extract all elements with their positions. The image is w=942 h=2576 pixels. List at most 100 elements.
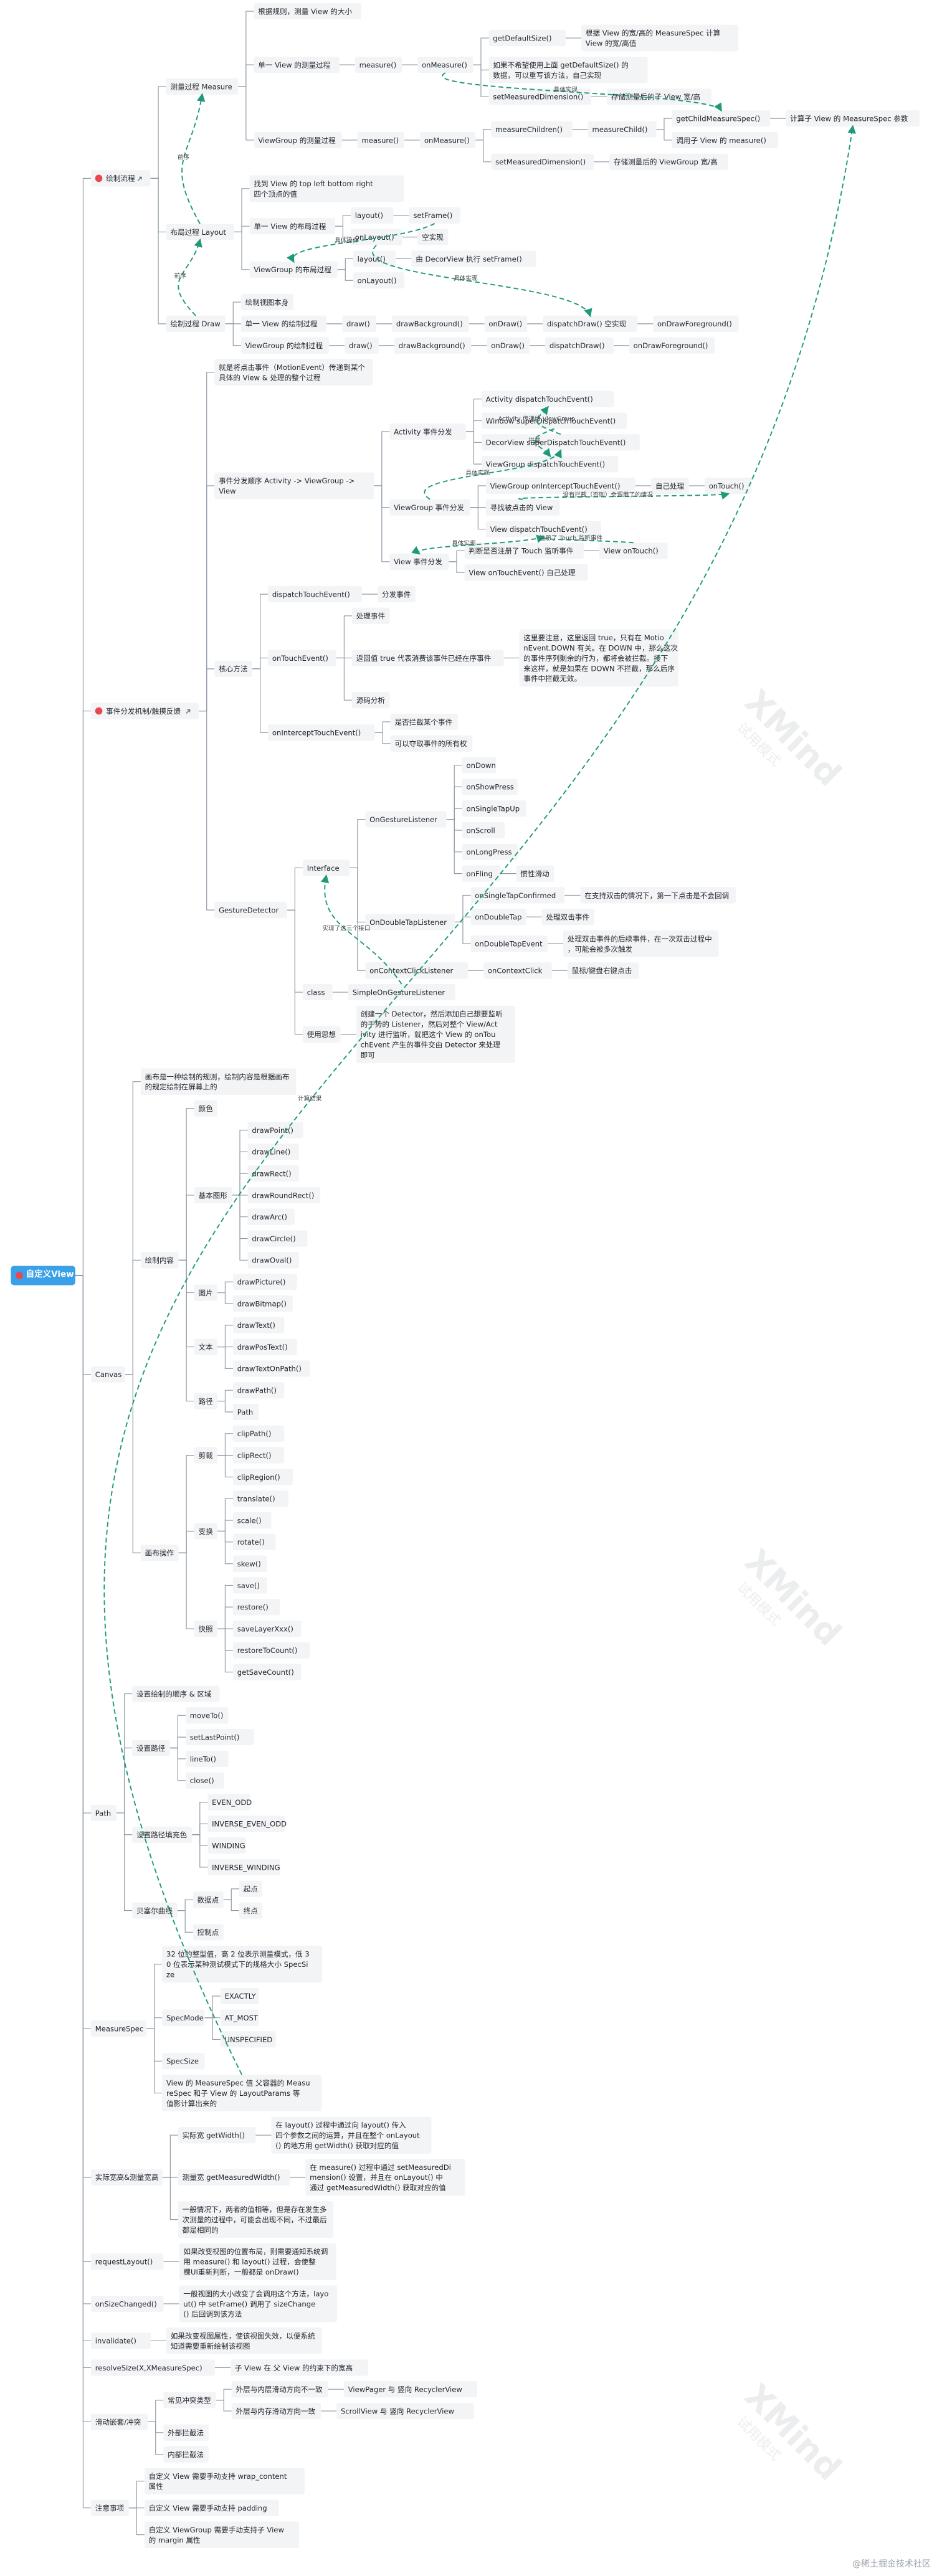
topic-node-decorview-setframe[interactable]: 由 DecorView 执行 setFrame() — [411, 250, 536, 267]
topic-node-32-2-30-specsize[interactable]: 32 位的整型值，高 2 位表示测量模式，低 30 位表示某种测试模式下的规格大… — [162, 1946, 323, 1983]
topic-node-cjk[interactable]: 惯性滑动 — [516, 865, 554, 882]
topic-node-getsavecount[interactable]: getSaveCount() — [232, 1664, 302, 1680]
topic-node-cjk[interactable]: 基本图形 — [194, 1186, 232, 1203]
topic-node-onsingletapconfirmed[interactable]: onSingleTapConfirmed — [470, 887, 565, 904]
topic-node-drawpoint[interactable]: drawPoint() — [247, 1122, 303, 1139]
topic-node-drawpath[interactable]: drawPath() — [232, 1382, 285, 1399]
topic-node-view-measurespec-view[interactable]: 根据 View 的宽/高的 MeasureSpec 计算 View 的宽/高值 — [581, 24, 739, 52]
topic-node-ondrawforeground[interactable]: onDrawForeground() — [629, 337, 715, 354]
topic-node-drawpicture[interactable]: drawPicture() — [232, 1274, 297, 1290]
relation-line[interactable] — [533, 428, 554, 458]
topic-node-cjk[interactable]: 绘制视图本身 — [240, 293, 294, 311]
topic-node-cjk[interactable]: 核心方法 — [214, 660, 253, 677]
topic-node-view[interactable]: View 事件分发 — [389, 553, 449, 570]
topic-node-view-measurespec-measurespec[interactable]: View 的 MeasureSpec 值 父容器的 MeasureSpec 和子… — [162, 2075, 322, 2112]
topic-node-onmeasure[interactable]: onMeasure() — [417, 57, 473, 73]
topic-node-measure[interactable]: 测量过程 Measure — [166, 78, 239, 95]
hyperlink-icon[interactable] — [137, 176, 142, 181]
topic-node-cjk[interactable]: 可以夺取事件的所有权 — [390, 735, 473, 752]
relation-line[interactable] — [178, 238, 202, 316]
topic-node-cjk[interactable]: 绘制内容 — [140, 1252, 179, 1269]
topic-node-drawarc[interactable]: drawArc() — [247, 1208, 295, 1225]
topic-node-draw[interactable]: draw() — [345, 337, 379, 354]
topic-node-drawline[interactable]: drawLine() — [247, 1144, 299, 1160]
topic-node-onshowpress[interactable]: onShowPress — [462, 779, 518, 795]
topic-node-getdefaultsize[interactable]: 如果不希望使用上面 getDefaultSize() 的数据，可以重写该方法，自… — [488, 57, 648, 83]
topic-node-view-dispatchtouchevent[interactable]: View dispatchTouchEvent() — [485, 521, 602, 537]
topic-node-cjk[interactable]: 处理双击事件的后续事件，在一次双击过程中，可能会被多次触发 — [563, 930, 719, 957]
topic-node-onlayout[interactable]: onLayout() — [353, 272, 405, 289]
topic-node-layout[interactable]: 布局过程 Layout — [166, 224, 234, 240]
topic-node-cjk[interactable]: 控制点 — [193, 1924, 224, 1941]
topic-node-view-top-left-bottom-right[interactable]: 找到 View 的 top left bottom right 四个顶点的值 — [249, 175, 404, 202]
topic-node-cjk[interactable]: 实际宽高&测量宽高 — [90, 2169, 163, 2185]
topic-node-path[interactable]: Path — [90, 1804, 117, 1821]
topic-node-drawtextonpath[interactable]: drawTextOnPath() — [232, 1360, 310, 1377]
topic-node-cjk[interactable]: 设置路径 — [132, 1740, 170, 1756]
topic-node-true-motionevent-down-down-d[interactable]: 这里要注意，这里返回 true，只有在 MotionEvent.DOWN 有关。… — [519, 629, 678, 687]
topic-node-ontouch[interactable]: onTouch() — [704, 477, 752, 495]
topic-node-view[interactable]: 存储测量后的子 View 宽/高 — [607, 88, 711, 105]
topic-node-cjk[interactable]: 画布操作 — [140, 1545, 179, 1561]
topic-node-view-ontouchevent[interactable]: View onTouchEvent() 自己处理 — [464, 564, 588, 581]
topic-node-cliprect[interactable]: clipRect() — [232, 1447, 285, 1464]
topic-node-cjk[interactable]: 文本 — [194, 1338, 217, 1355]
topic-node-moveto[interactable]: moveTo() — [185, 1707, 229, 1724]
topic-node-measurespec[interactable]: MeasureSpec — [90, 2020, 147, 2037]
relation-line[interactable] — [286, 223, 435, 263]
topic-node-viewpager-recyclerview[interactable]: ViewPager 与 竖向 RecyclerView — [343, 2381, 477, 2398]
topic-node-cjk[interactable]: 绘制流程 — [90, 170, 151, 187]
topic-node-view-measurespec[interactable]: 计算子 View 的 MeasureSpec 参数 — [786, 110, 920, 127]
topic-node-viewgroup-onintercepttouchev[interactable]: ViewGroup onInterceptTouchEvent() — [485, 477, 635, 495]
topic-node-layout[interactable]: layout() — [353, 250, 396, 267]
topic-node-drawtext[interactable]: drawText() — [232, 1317, 285, 1333]
topic-node-cjk[interactable]: 自己处理 — [651, 477, 689, 495]
relation-line[interactable] — [424, 448, 562, 500]
topic-node-draw[interactable]: 绘制过程 Draw — [166, 315, 226, 332]
topic-node-specsize[interactable]: SpecSize — [162, 2053, 205, 2070]
topic-node-view-wrap-content[interactable]: 自定义 View 需要手动支持 wrap_content 属性 — [144, 2468, 305, 2494]
topic-node-invalidate[interactable]: invalidate() — [90, 2332, 151, 2349]
topic-node-drawbackground[interactable]: drawBackground() — [392, 315, 469, 332]
topic-node-at-most[interactable]: AT_MOST — [220, 2009, 259, 2026]
topic-node-view-padding[interactable]: 自定义 View 需要手动支持 padding — [144, 2499, 279, 2516]
topic-node-viewgroup[interactable]: ViewGroup 事件分发 — [389, 499, 470, 516]
topic-node-cjk[interactable]: 一般情况下，两者的值相等，但是存在发生多次测量的过程中，可能会出现不同，不过最后… — [178, 2201, 334, 2238]
topic-node-cjk[interactable]: 终点 — [239, 1902, 262, 1919]
topic-node-interface[interactable]: Interface — [302, 859, 350, 876]
topic-node-cjk[interactable]: 注意事项 — [90, 2499, 129, 2516]
topic-node-ondoubletapevent[interactable]: onDoubleTapEvent — [470, 935, 548, 952]
relation-line[interactable] — [411, 536, 544, 555]
topic-node-cjk[interactable]: 起点 — [239, 1880, 262, 1897]
topic-node-savelayerxxx[interactable]: saveLayerXxx() — [232, 1621, 302, 1637]
topic-node-cjk[interactable]: 设置路径填充色 — [132, 1826, 193, 1843]
topic-node-cjk[interactable]: 图片 — [194, 1284, 217, 1301]
topic-node-unspecified[interactable]: UNSPECIFIED — [220, 2031, 276, 2048]
topic-node-view-measure[interactable]: 调用子 View 的 measure() — [672, 131, 779, 149]
topic-node-cjk[interactable]: 事件分发机制/触摸反馈 — [90, 703, 199, 719]
topic-node-onscroll[interactable]: onScroll — [462, 822, 505, 839]
topic-node-ondraw[interactable]: onDraw() — [484, 315, 528, 332]
topic-node-measure-setmeasureddimension[interactable]: 在 measure() 过程中通过 setMeasuredDimension()… — [305, 2159, 465, 2196]
topic-node-cjk[interactable]: 在支持双击的情况下，第一下点击是不会回调 — [580, 887, 736, 904]
topic-node-measurechildren[interactable]: measureChildren() — [491, 121, 573, 138]
topic-node-cjk[interactable]: 数据点 — [193, 1892, 224, 1908]
topic-node-cjk[interactable]: 内部拦截法 — [163, 2446, 209, 2463]
relation-line[interactable] — [536, 534, 634, 544]
topic-node-dispatchtouchevent[interactable]: dispatchTouchEvent() — [268, 585, 362, 603]
topic-node-ondrawforeground[interactable]: onDrawForeground() — [653, 315, 739, 332]
root-topic[interactable]: 自定义View — [11, 1266, 75, 1286]
topic-node-path[interactable]: Path — [232, 1403, 259, 1421]
topic-node-drawbitmap[interactable]: drawBitmap() — [232, 1295, 293, 1312]
topic-node-cjk[interactable]: 处理双击事件 — [541, 909, 595, 926]
topic-node-oncontextclicklistener[interactable]: onContextClickListener — [365, 962, 468, 979]
topic-node-getmeasuredwidth[interactable]: 测量宽 getMeasuredWidth() — [178, 2169, 290, 2185]
topic-node-canvas[interactable]: Canvas — [90, 1366, 125, 1383]
topic-node-drawoval[interactable]: drawOval() — [247, 1252, 299, 1269]
topic-node-winding[interactable]: WINDING — [207, 1837, 246, 1854]
topic-node-window-superdispatchtoucheve[interactable]: Window superDispatchTouchEvent() — [482, 412, 627, 429]
topic-node-drawrect[interactable]: drawRect() — [247, 1165, 299, 1182]
